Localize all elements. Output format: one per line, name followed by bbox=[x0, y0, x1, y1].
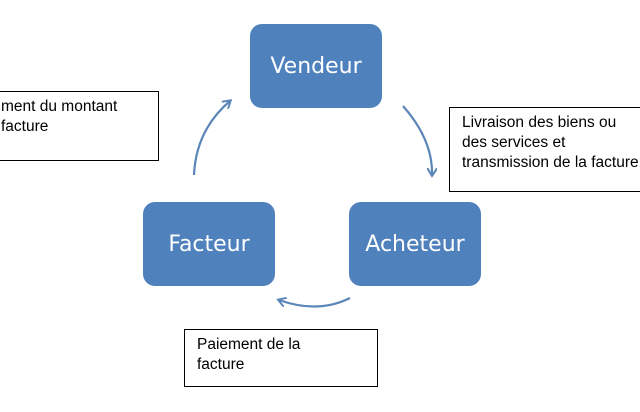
arrow-acheteur-to-facteur bbox=[279, 298, 351, 308]
arrow-vendeur-to-acheteur bbox=[402, 105, 432, 175]
note-livraison-line-2: des services et bbox=[462, 134, 566, 152]
node-vendeur: Vendeur bbox=[250, 24, 382, 108]
note-paiement-facture: Paiement de la facture bbox=[184, 329, 378, 387]
node-acheteur: Acheteur bbox=[349, 202, 481, 286]
note-paiement-facture-line-2: facture bbox=[197, 356, 245, 374]
node-facteur: Facteur bbox=[143, 202, 275, 286]
arrow-facteur-to-vendeur bbox=[192, 101, 230, 176]
note-paiement-montant-line-1: ment du montant bbox=[1, 98, 118, 115]
note-livraison-line-1: Livraison des biens ou bbox=[462, 114, 617, 131]
note-livraison: Livraison des biens ou des services et t… bbox=[449, 107, 640, 192]
note-paiement-montant: ment du montant facture bbox=[0, 91, 159, 161]
note-paiement-montant-line-2: facture bbox=[1, 118, 49, 136]
note-livraison-line-3: transmission de la facture bbox=[462, 154, 639, 172]
node-acheteur-label: Acheteur bbox=[365, 231, 465, 257]
note-paiement-facture-line-1: Paiement de la bbox=[197, 336, 301, 353]
node-facteur-label: Facteur bbox=[168, 231, 250, 257]
node-vendeur-label: Vendeur bbox=[270, 53, 362, 79]
